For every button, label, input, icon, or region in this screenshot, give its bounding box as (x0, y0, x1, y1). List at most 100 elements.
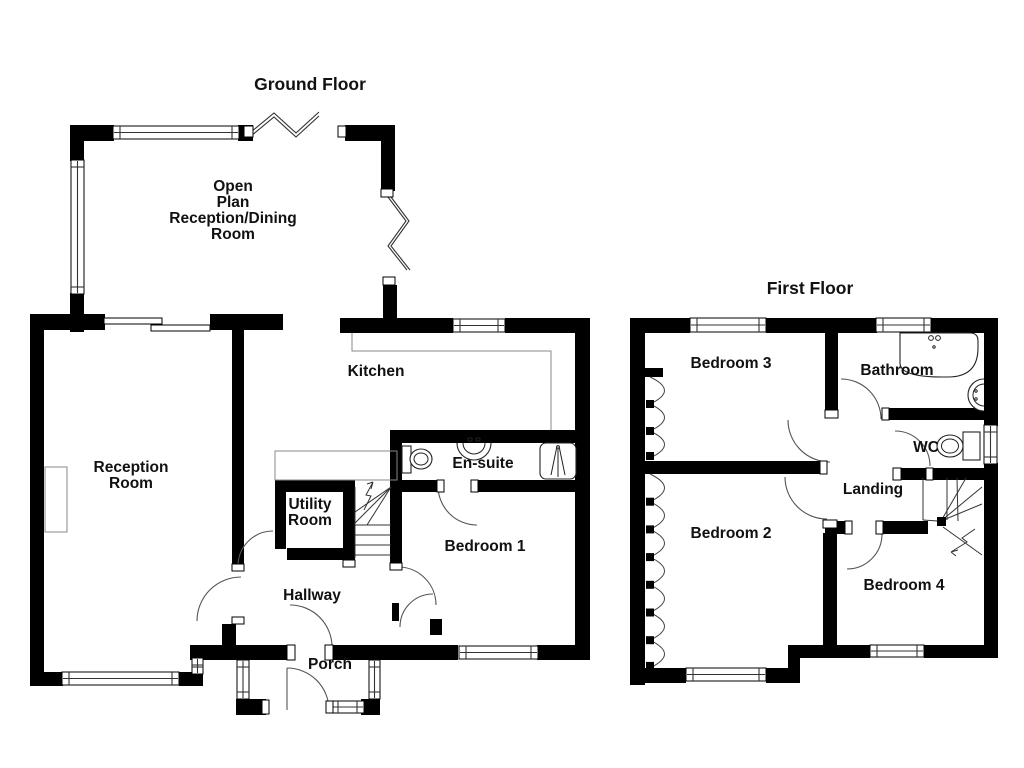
door-jamb (436, 479, 445, 493)
room-label-kitchen: Kitchen (348, 363, 405, 380)
door-jamb (243, 125, 254, 138)
door-jamb (819, 460, 828, 475)
window-icon (330, 700, 365, 714)
stairs-down-icon (922, 477, 983, 557)
room-label-wc: WC (913, 439, 939, 456)
wall-segment (392, 603, 399, 621)
wall-segment (383, 285, 397, 320)
window-icon (869, 644, 925, 658)
window-icon (689, 317, 767, 333)
room-label-hallway: Hallway (283, 587, 341, 604)
door-jamb (231, 616, 245, 625)
wall-segment (645, 368, 663, 377)
toilet-icon (401, 445, 433, 474)
wall-segment (179, 672, 203, 686)
room-label-porch: Porch (308, 656, 352, 673)
window-icon (236, 659, 250, 700)
door-jamb (342, 559, 356, 568)
first-floor-plan: First Floor Bedroom 3 Bathroom WC Landin… (630, 278, 998, 685)
room-label-open-plan: Room (211, 226, 255, 243)
window-icon (61, 671, 180, 686)
wall-segment (232, 330, 244, 564)
sliding-door-icon (103, 317, 211, 332)
door-arc (846, 533, 883, 570)
room-label-open-plan: Reception/Dining (169, 210, 296, 227)
door-arc (196, 576, 242, 622)
wall-segment (30, 672, 63, 686)
wall-segment (361, 699, 380, 715)
wall-segment (575, 318, 590, 660)
door-arc (894, 430, 931, 467)
room-label-bedroom2: Bedroom 2 (691, 525, 772, 542)
wall-segment (343, 480, 355, 560)
room-label-utility: Utility (288, 496, 331, 513)
window-icon (875, 317, 932, 333)
wall-segment (275, 480, 345, 492)
door-jamb (822, 519, 838, 529)
wardrobe-icon (646, 376, 665, 670)
window-icon (112, 125, 240, 140)
wall-segment (333, 645, 458, 660)
wall-segment (390, 443, 402, 567)
sink-icon (967, 378, 985, 412)
door-jamb (470, 479, 479, 493)
wall-segment (984, 318, 998, 426)
chimney-breast (44, 466, 68, 533)
bifold-door-icon (250, 111, 411, 271)
door-arc (286, 667, 330, 711)
utility-counter (274, 450, 398, 481)
door-arc (237, 530, 274, 567)
room-label-open-plan: Plan (217, 194, 250, 211)
door-arc (397, 566, 437, 606)
door-jamb (231, 563, 245, 572)
window-icon (983, 424, 998, 465)
wall-segment (70, 125, 84, 161)
door-jamb (382, 276, 396, 286)
door-jamb (325, 700, 334, 714)
wall-segment (505, 318, 588, 333)
window-icon (458, 645, 539, 660)
window-icon (368, 659, 381, 700)
door-arc (787, 419, 831, 463)
room-label-bedroom4: Bedroom 4 (864, 577, 945, 594)
room-label-bedroom3: Bedroom 3 (691, 355, 772, 372)
wall-segment (893, 468, 996, 480)
wall-segment (236, 699, 266, 715)
first-floor-title: First Floor (767, 278, 854, 298)
door-jamb (380, 188, 394, 198)
ground-floor-plan: Ground Floor Open Plan Reception/Dining … (30, 74, 590, 715)
room-label-bathroom: Bathroom (860, 362, 933, 379)
wall-segment (766, 318, 877, 333)
door-jamb (261, 699, 270, 715)
window-icon (685, 667, 767, 682)
wall-segment (825, 333, 838, 417)
wall-segment (340, 318, 453, 333)
sink-icon (456, 437, 492, 461)
window-icon (191, 657, 204, 675)
toilet-icon (936, 431, 981, 461)
wall-segment (882, 408, 996, 420)
wall-segment (924, 645, 996, 658)
door-jamb (389, 562, 403, 571)
door-jamb (881, 407, 890, 421)
door-jamb (337, 125, 347, 138)
window-icon (70, 159, 85, 295)
bath-icon (899, 332, 979, 378)
wall-segment (930, 318, 998, 333)
room-label-bedroom1: Bedroom 1 (445, 538, 526, 555)
door-jamb (892, 467, 902, 481)
wall-segment (788, 645, 800, 683)
wall-segment (287, 548, 353, 560)
walls-ground (30, 125, 590, 715)
wall-segment (630, 461, 827, 474)
shower-icon (539, 442, 577, 480)
room-label-utility: Room (288, 512, 332, 529)
room-label-reception: Room (109, 475, 153, 492)
door-arc (437, 485, 478, 526)
kitchen-counter (351, 333, 552, 430)
windows-layer (61, 125, 998, 714)
wall-segment (800, 645, 870, 658)
room-label-open-plan: Open (213, 178, 253, 195)
walls-first (630, 318, 998, 685)
